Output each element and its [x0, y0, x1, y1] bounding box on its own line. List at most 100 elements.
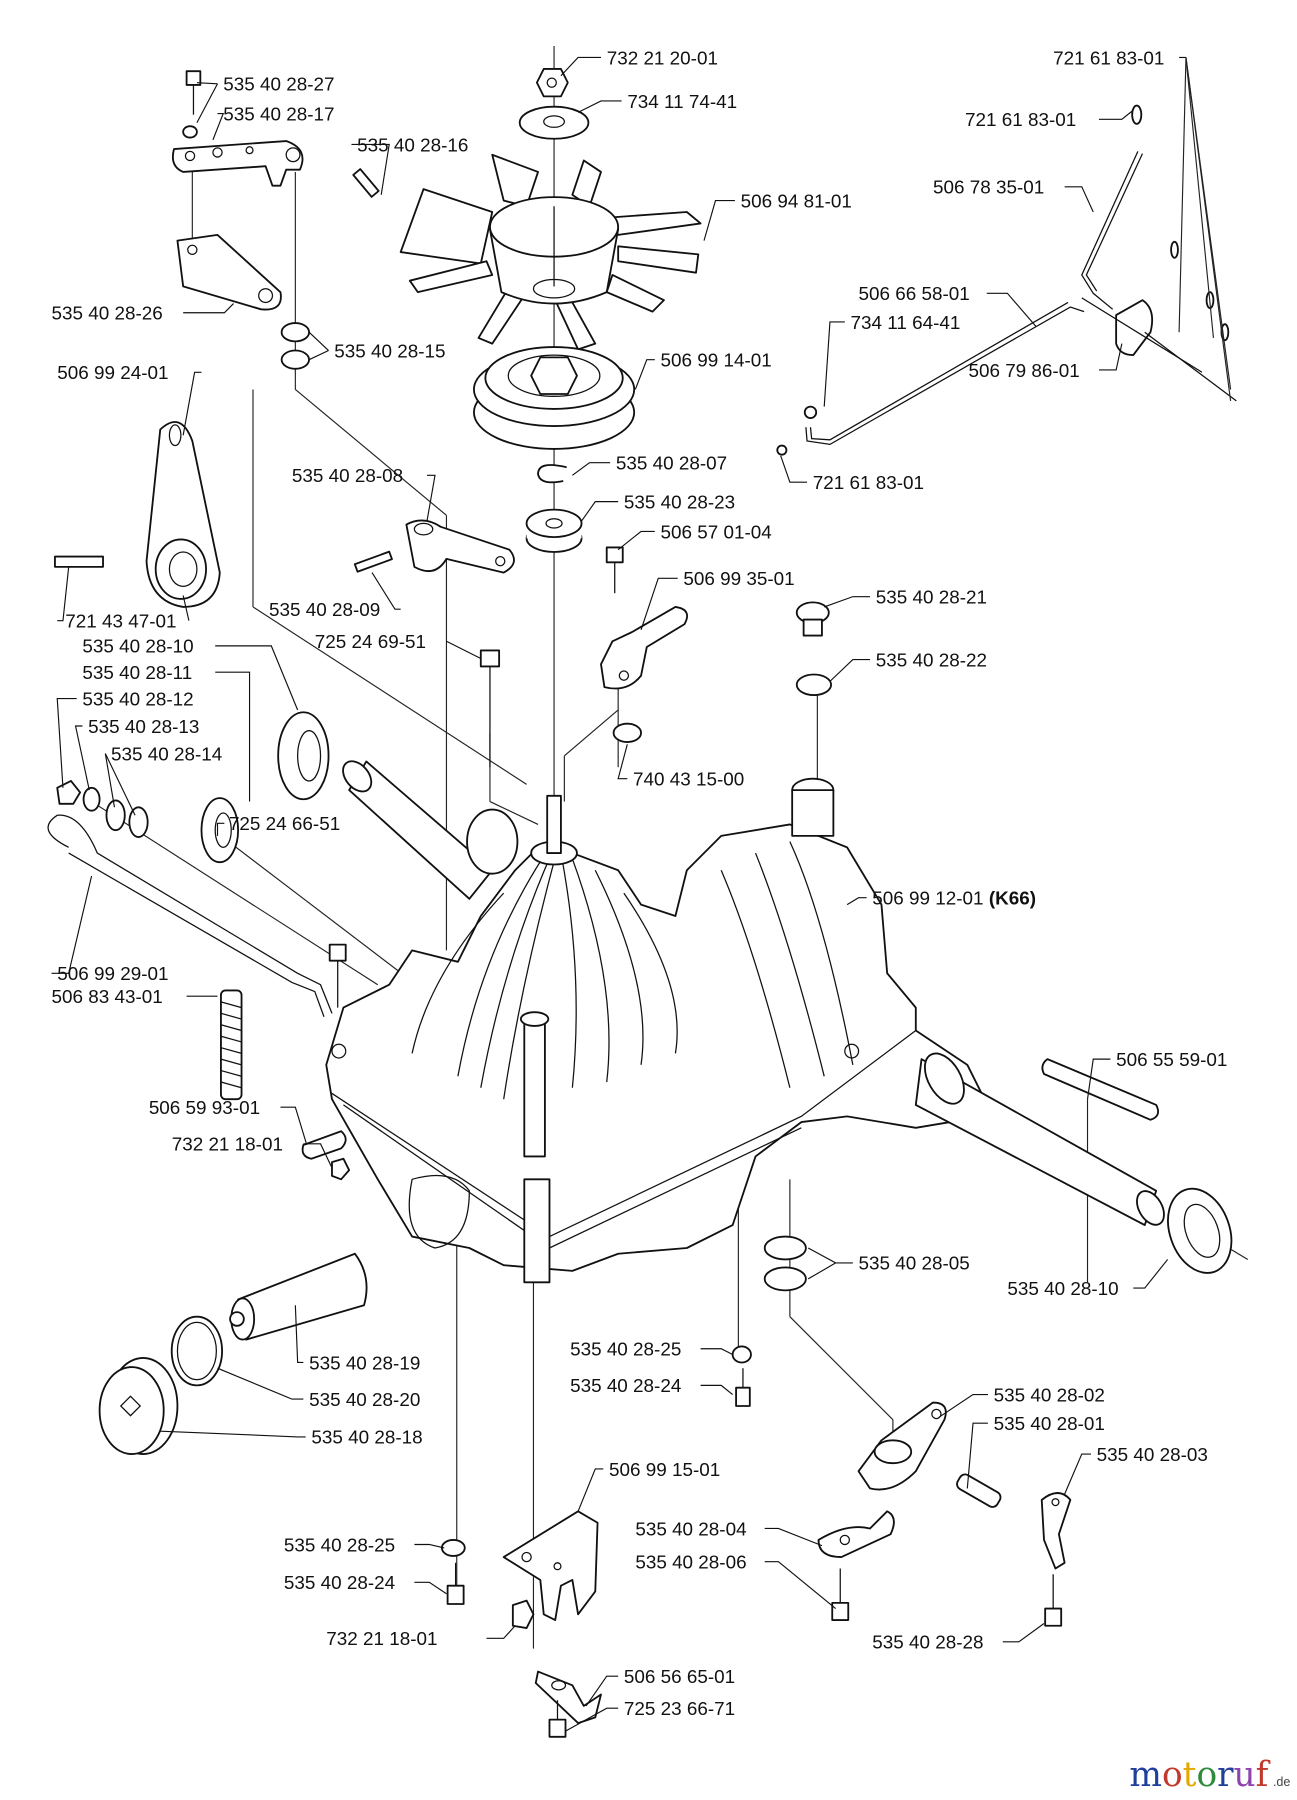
spring-43	[220, 989, 243, 1101]
callout: 535 40 28-05	[859, 1254, 970, 1275]
callout: 535 40 28-17	[223, 104, 334, 125]
callout: 732 21 18-01	[172, 1135, 283, 1156]
filter-19	[229, 1252, 368, 1341]
cap-18	[98, 1356, 179, 1455]
logo-letter: m	[1129, 1755, 1162, 1795]
callout-housing: 506 99 12-01 (K66)	[872, 889, 1036, 910]
callout: 535 40 28-27	[223, 75, 334, 96]
callout: 732 21 20-01	[607, 48, 718, 69]
nut-18-lower	[511, 1599, 535, 1629]
seal-10	[277, 711, 330, 801]
lever-02	[857, 1401, 947, 1491]
callout: 535 40 28-23	[624, 492, 735, 513]
logo-letter: o	[1162, 1755, 1183, 1795]
callout: 721 43 47-01	[65, 612, 176, 633]
plate-93	[301, 1130, 347, 1160]
key-59	[1041, 1058, 1159, 1121]
callout: 535 40 28-04	[635, 1519, 746, 1540]
callout: 535 40 28-06	[635, 1553, 746, 1574]
callout: 506 99 14-01	[661, 351, 772, 372]
callout: 535 40 28-24	[570, 1376, 681, 1397]
callout: 506 99 24-01	[57, 363, 168, 384]
housing-part-number: 506 99 12-01	[872, 889, 983, 910]
pulley	[473, 346, 636, 450]
callout: 535 40 28-07	[616, 454, 727, 475]
washer-740	[612, 722, 642, 743]
nut-top	[535, 67, 569, 98]
callout: 535 40 28-24	[284, 1573, 395, 1594]
callout: 734 11 64-41	[851, 313, 961, 334]
callout: 535 40 28-28	[872, 1633, 983, 1654]
callout: 535 40 28-12	[82, 689, 193, 710]
bracket-15	[502, 1510, 599, 1621]
callout: 725 24 66-51	[229, 814, 340, 835]
callout: 535 40 28-21	[876, 588, 987, 609]
bracket-35	[600, 606, 688, 690]
plug-21	[795, 601, 830, 637]
callout: 721 61 83-01	[1053, 48, 1164, 69]
callout-labels: 732 21 20-01 734 11 74-41 535 40 28-27 5…	[52, 48, 1228, 1720]
pin-16	[352, 168, 380, 198]
fan	[399, 153, 702, 351]
callout: 725 23 66-71	[624, 1699, 735, 1720]
spring-01	[956, 1473, 1002, 1508]
washer-25b	[440, 1538, 466, 1557]
callout: 506 99 29-01	[57, 964, 168, 985]
callout: 506 56 65-01	[624, 1667, 735, 1688]
callout: 535 40 28-18	[311, 1428, 422, 1449]
callout: 535 40 28-25	[284, 1535, 395, 1556]
callout: 535 40 28-16	[357, 135, 468, 156]
callout: 535 40 28-22	[876, 650, 987, 671]
callout: 535 40 28-14	[111, 744, 222, 765]
bolt-28	[1044, 1574, 1063, 1627]
callout: 506 78 35-01	[933, 178, 1044, 199]
logo-letter: f	[1256, 1755, 1271, 1795]
bolt-27	[185, 70, 202, 115]
callout: 506 57 01-04	[661, 522, 772, 543]
pin-721	[54, 555, 104, 568]
bolt-51	[328, 943, 347, 1008]
washer-17	[182, 125, 198, 139]
bolt-06	[831, 1568, 850, 1621]
callout: 721 61 83-01	[813, 473, 924, 494]
washer-13	[82, 786, 101, 812]
logo-text: motoruf	[1129, 1755, 1270, 1795]
control-plate	[171, 140, 304, 187]
housing-suffix: (K66)	[989, 889, 1036, 910]
lever-08	[405, 519, 515, 574]
bolt-24b	[446, 1562, 465, 1605]
e-clip	[537, 464, 567, 484]
callout: 535 40 28-09	[269, 600, 380, 621]
washer-22	[795, 673, 833, 697]
callout: 506 83 43-01	[52, 987, 163, 1008]
logo-letter: u	[1234, 1755, 1256, 1795]
spacer	[525, 508, 583, 553]
callout: 535 40 28-13	[88, 717, 199, 738]
logo-letter: r	[1217, 1755, 1234, 1795]
link-26	[176, 233, 282, 311]
callout: 535 40 28-15	[334, 341, 445, 362]
logo-tld: .de	[1273, 1775, 1291, 1789]
o-rings-15	[280, 322, 310, 370]
callout: 535 40 28-19	[309, 1353, 420, 1374]
callout: 506 94 81-01	[741, 191, 852, 212]
washer-top	[518, 105, 590, 140]
callout: 535 40 28-26	[52, 304, 163, 325]
rod-29	[47, 814, 333, 1017]
motoruf-logo: motoruf .de	[1129, 1755, 1290, 1795]
bolt-04	[605, 546, 624, 594]
leader-lines	[51, 56, 1186, 1732]
callout: 506 79 86-01	[968, 361, 1079, 382]
seal-10b	[1167, 1187, 1233, 1274]
o-ring-20	[170, 1315, 223, 1387]
lever-03	[1040, 1492, 1072, 1570]
callout: 506 59 93-01	[149, 1098, 260, 1119]
washers-14	[105, 799, 149, 838]
callout: 535 40 28-11	[82, 663, 192, 684]
callout: 740 43 15-00	[633, 770, 744, 791]
arm-24	[145, 421, 221, 608]
bolt-69	[479, 649, 501, 768]
callout: 535 40 28-10	[1007, 1279, 1118, 1300]
